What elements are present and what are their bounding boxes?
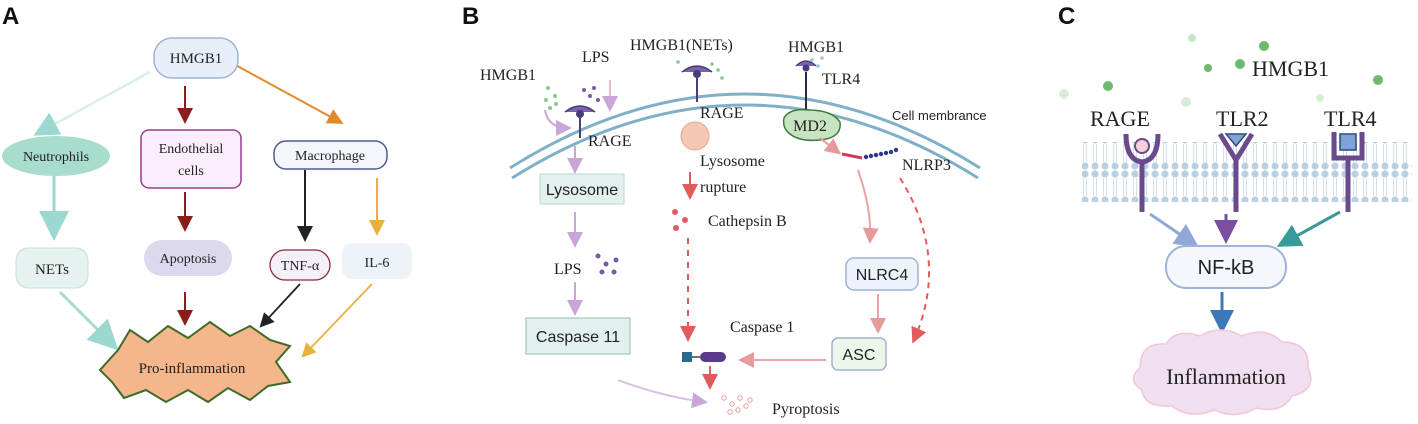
nlrp3-chain xyxy=(863,147,899,160)
arrow-tlr4-nfkb xyxy=(1276,210,1341,247)
hmgb1-label-c: HMGB1 xyxy=(1252,56,1329,81)
panel-b-letter: B xyxy=(462,3,479,30)
hmgb1-particles-c xyxy=(1059,34,1383,107)
macrophage-label: Macrophage xyxy=(295,149,365,164)
arrow-nlrp3-nlrc4 xyxy=(857,169,879,244)
endothelial-label-2: cells xyxy=(178,164,204,179)
nlrc4-box xyxy=(845,257,919,291)
nlrc4-label: NLRC4 xyxy=(856,267,909,284)
inflammation-label: Inflammation xyxy=(1166,364,1286,389)
hmgb1-node-a xyxy=(153,37,239,79)
lps-mid-label: LPS xyxy=(554,261,582,278)
tlr4-receptor-c xyxy=(1331,132,1365,212)
lps-particles-top xyxy=(582,86,600,102)
panel-b: B HMGB1 LPS HMGB1(NETs) HMGB1 RAGE xyxy=(462,3,987,418)
panel-c-letter: C xyxy=(1058,3,1075,30)
apoptosis-node xyxy=(144,240,232,276)
macrophage-node xyxy=(273,140,388,170)
rage-label-c: RAGE xyxy=(1090,106,1150,131)
tlr2-label-c: TLR2 xyxy=(1216,106,1269,131)
panel-a-letter: A xyxy=(2,3,19,30)
pro-inflammation-label: Pro-inflammation xyxy=(139,361,246,377)
apoptosis-label: Apoptosis xyxy=(160,252,217,267)
tlr4-label-c: TLR4 xyxy=(1324,106,1377,131)
asc-label: ASC xyxy=(843,347,876,364)
arrow-nets-pro xyxy=(58,290,119,351)
caspase1-subunit xyxy=(682,352,692,362)
hmgb1-particles-right xyxy=(810,56,824,68)
caspase11-label: Caspase 11 xyxy=(536,329,620,346)
il6-label: IL-6 xyxy=(365,256,390,271)
tnf-node xyxy=(269,249,331,281)
tlr4-label-b: TLR4 xyxy=(822,71,860,88)
inflammation-cloud xyxy=(1132,329,1312,416)
lps-particles-mid xyxy=(595,253,619,275)
nlrp3-head xyxy=(841,152,863,160)
hmgb1-right-label: HMGB1 xyxy=(788,39,844,56)
lps-top-label: LPS xyxy=(582,49,610,66)
nfkb-label: NF-kB xyxy=(1198,257,1255,279)
endothelial-node xyxy=(140,129,242,189)
caspase1-domain xyxy=(700,352,726,362)
lysosome-box-label: Lysosome xyxy=(546,182,618,199)
lysosome-vesicle xyxy=(680,121,710,151)
rage-receptor-c xyxy=(1123,133,1161,212)
tlr2-receptor-c xyxy=(1217,132,1255,212)
cell-membrance-label: Cell membrance xyxy=(892,108,987,123)
arrow-nlrp3-asc xyxy=(899,177,931,344)
nets-node-a xyxy=(15,247,89,289)
pro-inflammation-star xyxy=(98,320,292,404)
cathepsin-b-label: Cathepsin B xyxy=(708,213,787,230)
pyroptosis-label: Pyroptosis xyxy=(772,401,840,418)
lysosome-rupture-label-2: rupture xyxy=(700,179,746,196)
md2-label: MD2 xyxy=(793,118,827,135)
arrow-il6-pro xyxy=(301,283,373,358)
arrow-rage-nfkb xyxy=(1149,212,1199,248)
caspase11-box xyxy=(525,317,631,355)
tlr4-receptor xyxy=(795,60,817,112)
cell-membrane-inner xyxy=(511,103,979,180)
cathepsin-particles xyxy=(672,209,688,231)
arrow-tnf-pro xyxy=(259,283,301,328)
rage-mid-label: RAGE xyxy=(700,105,744,122)
nets-label-a: NETs xyxy=(35,262,69,278)
lysosome-box xyxy=(539,173,625,205)
arrow-hmgb1-neutrophils xyxy=(33,70,151,136)
hmgb1-label-a: HMGB1 xyxy=(170,51,223,67)
arrow-caspase11-pyroptosis xyxy=(617,379,708,409)
rage-receptor-left xyxy=(564,105,596,138)
cell-membrane-outer xyxy=(509,92,981,170)
pyroptosis-particles xyxy=(721,395,753,415)
tnf-label: TNF-α xyxy=(281,259,320,274)
hmgb1-left-label: HMGB1 xyxy=(480,67,536,84)
arrow-hmgb1-macrophage xyxy=(229,61,344,124)
hmgb1-nets-label: HMGB1(NETs) xyxy=(630,37,733,54)
md2-shape xyxy=(782,108,841,142)
arrow-hmgb1-rage-left xyxy=(544,109,572,136)
panel-c: C HMGB1 RAGE TLR2 TLR4 xyxy=(1058,3,1412,416)
endothelial-label-1: Endothelial xyxy=(159,142,224,157)
hmgb1-particles-nets xyxy=(676,60,724,80)
nfkb-node xyxy=(1165,245,1287,289)
lysosome-rupture-label-1: Lysosome xyxy=(700,153,765,170)
il6-node xyxy=(342,243,412,279)
arrow-md2-nlrp3 xyxy=(819,137,842,155)
neutrophils-node xyxy=(2,136,110,176)
caspase1-label: Caspase 1 xyxy=(730,319,794,336)
nlrp3-label: NLRP3 xyxy=(902,157,951,174)
neutrophils-label: Neutrophils xyxy=(23,150,89,165)
rage-receptor-mid xyxy=(681,65,713,102)
hmgb1-particles-left xyxy=(544,86,558,110)
rage-left-label: RAGE xyxy=(588,133,632,150)
panel-a: A HMGB1 Neutrophils Endothelial cells Ma… xyxy=(2,3,412,404)
asc-box xyxy=(831,337,887,371)
